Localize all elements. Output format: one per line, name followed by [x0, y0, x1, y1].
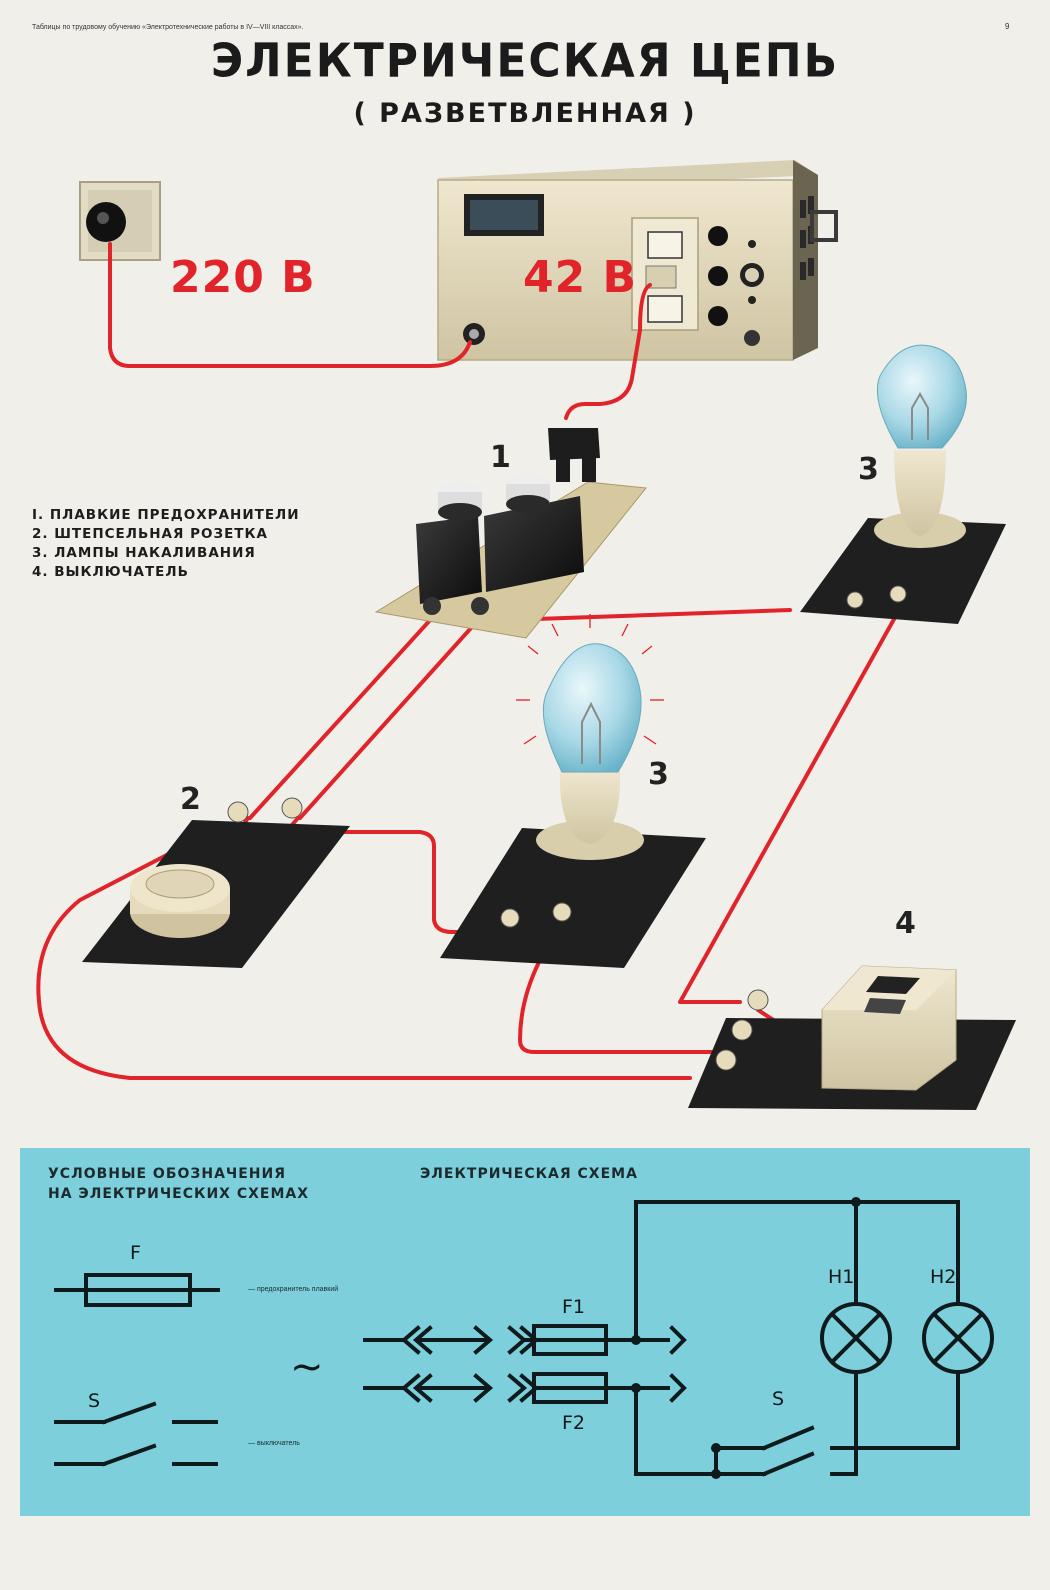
schematic-s-label: S [772, 1388, 785, 1410]
fuse-board [374, 428, 647, 639]
schematic-h1-label: H1 [828, 1266, 855, 1288]
number-lamp-right: 3 [858, 452, 879, 487]
poster-subtitle: ( РАЗВЕТВЛЕННАЯ ) [353, 98, 697, 129]
number-lamp-center: 3 [648, 757, 669, 792]
schematic-line-f2 [363, 1372, 687, 1404]
transformer-voltage-label: 42 В [523, 252, 638, 303]
schematic-f1-label: F1 [562, 1296, 586, 1318]
fuse-letter: F [130, 1242, 141, 1264]
socket-board [82, 797, 350, 968]
symbols-heading-line2: НА ЭЛЕКТРИЧЕСКИХ СХЕМАХ [48, 1186, 310, 1202]
series-header: Таблицы по трудовому обучению «Электроте… [32, 24, 304, 31]
switch-symbol [54, 1401, 218, 1467]
wiring-illustration [36, 160, 1016, 1110]
component-legend: I. ПЛАВКИЕ ПРЕДОХРАНИТЕЛИ 2. ШТЕПСЕЛЬНАЯ… [32, 506, 300, 582]
switch-letter: S [88, 1390, 101, 1412]
symbols-heading: УСЛОВНЫЕ ОБОЗНАЧЕНИЯ НА ЭЛЕКТРИЧЕСКИХ СХ… [48, 1164, 309, 1204]
symbols-heading-line1: УСЛОВНЫЕ ОБОЗНАЧЕНИЯ [48, 1166, 286, 1182]
schematic-drawing [54, 1197, 994, 1479]
schematic-panel: УСЛОВНЫЕ ОБОЗНАЧЕНИЯ НА ЭЛЕКТРИЧЕСКИХ СХ… [20, 1148, 1030, 1516]
switch-board [688, 965, 1016, 1110]
schematic-h2-label: H2 [930, 1266, 957, 1288]
schematic-heading: ЭЛЕКТРИЧЕСКАЯ СХЕМА [420, 1166, 638, 1182]
wall-socket [79, 181, 161, 261]
number-socket: 2 [180, 782, 201, 817]
transformer-unit [437, 160, 838, 361]
lamp-right-board [800, 344, 1006, 624]
number-fuses: 1 [490, 440, 511, 475]
lamp-center-board [440, 614, 706, 968]
fuse-symbol [54, 1273, 220, 1307]
poster-title: ЭЛЕКТРИЧЕСКАЯ ЦЕПЬ [210, 34, 840, 89]
legend-item-socket: 2. ШТЕПСЕЛЬНАЯ РОЗЕТКА [32, 526, 268, 542]
legend-item-lamps: 3. ЛАМПЫ НАКАЛИВАНИЯ [32, 545, 256, 561]
number-switch: 4 [895, 906, 916, 941]
legend-item-switch: 4. ВЫКЛЮЧАТЕЛЬ [32, 564, 189, 580]
legend-item-fuses: I. ПЛАВКИЕ ПРЕДОХРАНИТЕЛИ [32, 507, 300, 523]
page-number: 9 [1005, 22, 1010, 31]
schematic-network [634, 1200, 994, 1477]
mains-voltage-label: 220 В [170, 252, 316, 303]
schematic-line-f1 [363, 1324, 687, 1356]
fuse-caption: — предохранитель плавкий [248, 1286, 339, 1293]
ac-symbol: ~ [290, 1344, 324, 1390]
switch-caption: — выключатель [248, 1440, 300, 1447]
schematic-f2-label: F2 [562, 1412, 586, 1434]
